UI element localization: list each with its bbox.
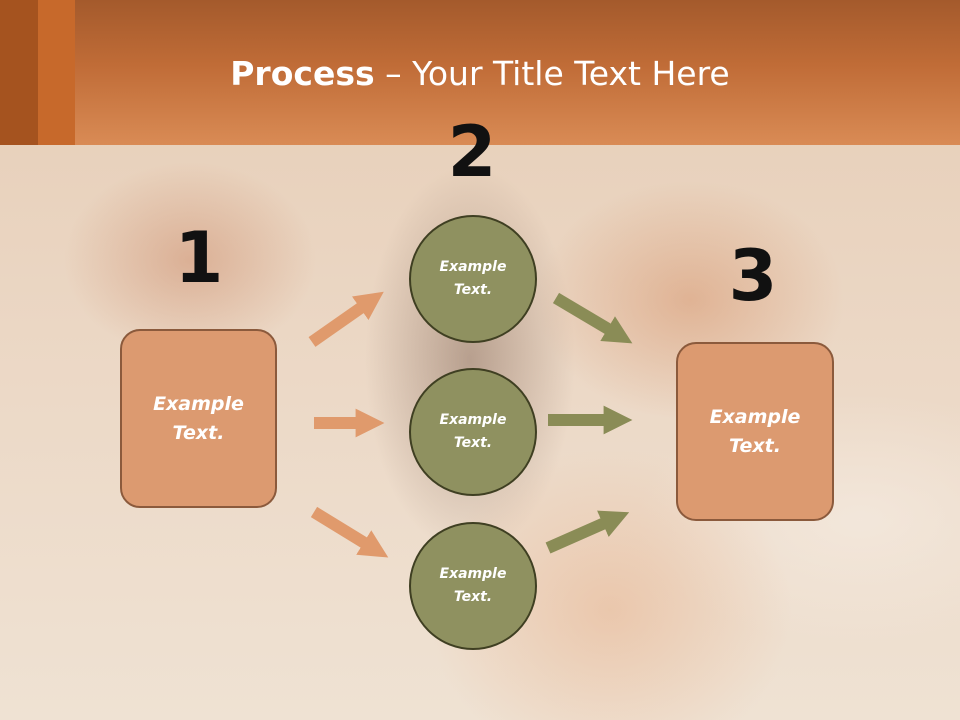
title-separator: – <box>374 54 413 93</box>
input-box: Example Text. <box>120 329 277 508</box>
step-number-2: 2 <box>447 111 497 193</box>
step-number-1: 1 <box>174 217 224 299</box>
slide-title: Process – Your Title Text Here <box>0 52 960 96</box>
process-circle-middle-text: Example Text. <box>439 412 507 451</box>
title-rest: Your Title Text Here <box>412 54 730 93</box>
process-circle-bottom-text: Example Text. <box>439 566 507 605</box>
header-bar <box>0 0 960 145</box>
process-circle-bottom: Example Text. <box>409 522 537 650</box>
header-accent-stripe-light <box>38 0 75 145</box>
process-circle-top: Example Text. <box>409 215 537 343</box>
process-circle-top-text: Example Text. <box>439 259 507 298</box>
arrow-from-top-circle <box>552 292 633 344</box>
process-circle-middle: Example Text. <box>409 368 537 496</box>
arrow-to-top-circle <box>308 291 384 347</box>
input-box-text: Example Text. <box>153 392 244 444</box>
output-box-text: Example Text. <box>709 405 801 457</box>
arrow-from-bottom-circle <box>545 510 630 554</box>
header-accent-stripe-dark <box>0 0 38 145</box>
title-bold: Process <box>230 54 375 93</box>
output-box: Example Text. <box>676 342 834 521</box>
step-number-3: 3 <box>728 235 778 317</box>
arrow-to-bottom-circle <box>310 506 389 558</box>
